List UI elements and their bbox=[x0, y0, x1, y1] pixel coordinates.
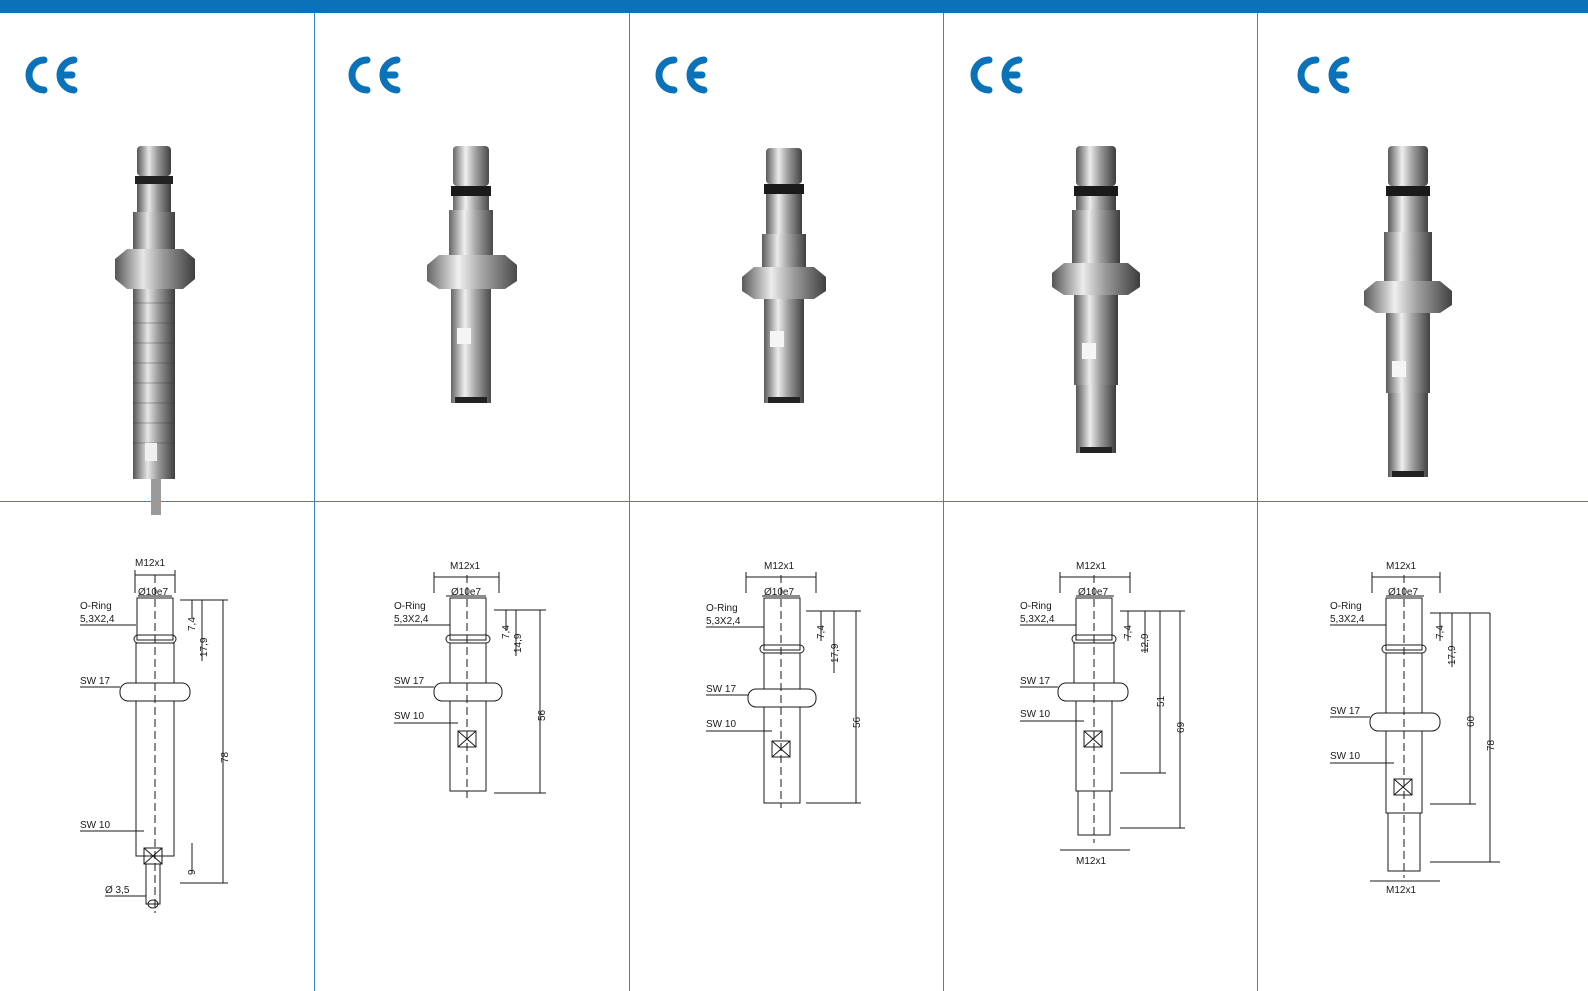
dimension-1: 7,4 bbox=[1123, 625, 1134, 639]
row-divider bbox=[0, 501, 1588, 502]
oring-size-label: 5,3X2,4 bbox=[1020, 614, 1055, 625]
column-4 bbox=[944, 13, 1258, 991]
thread-label: M12x1 bbox=[1386, 561, 1416, 572]
dimension-1: 7,4 bbox=[187, 617, 198, 631]
oring-label: O-Ring bbox=[394, 601, 426, 612]
technical-drawing-3: M12x1 Ø10e7 O-Ring 5,3X2,4 SW 17 SW 10 7… bbox=[706, 561, 863, 808]
dimension-3: 78 bbox=[220, 751, 231, 763]
dimension-1: 7,4 bbox=[501, 625, 512, 639]
thread-label: M12x1 bbox=[1076, 561, 1106, 572]
dimension-2: 12,9 bbox=[1140, 633, 1151, 653]
dimension-2: 17,9 bbox=[830, 643, 841, 663]
dimension-1: 7,4 bbox=[1435, 625, 1446, 639]
sensor-short-connector-photo bbox=[427, 146, 517, 403]
dimension-4: 78 bbox=[1486, 739, 1497, 751]
diameter-label: Ø10e7 bbox=[451, 587, 481, 598]
column-2 bbox=[315, 13, 630, 991]
top-color-bar bbox=[0, 0, 1588, 13]
dimension-4: 9 bbox=[187, 869, 198, 875]
ce-mark-icon bbox=[655, 56, 708, 94]
ce-mark-icon bbox=[25, 56, 78, 94]
oring-size-label: 5,3X2,4 bbox=[1330, 614, 1365, 625]
sw-b-label: SW 10 bbox=[80, 820, 110, 831]
dimension-2: 17,9 bbox=[199, 637, 210, 657]
dimension-3: 56 bbox=[852, 716, 863, 728]
diameter-label: Ø10e7 bbox=[764, 587, 794, 598]
bottom-thread-label: M12x1 bbox=[1386, 885, 1416, 896]
dimension-3: 56 bbox=[537, 709, 548, 721]
thread-label: M12x1 bbox=[450, 561, 480, 572]
oring-size-label: 5,3X2,4 bbox=[706, 616, 741, 627]
oring-label: O-Ring bbox=[80, 601, 112, 612]
sw-b-label: SW 10 bbox=[1330, 751, 1360, 762]
oring-label: O-Ring bbox=[1330, 601, 1362, 612]
dimension-1: 7,4 bbox=[816, 625, 827, 639]
ce-mark-icon bbox=[348, 56, 401, 94]
diameter-label: Ø10e7 bbox=[1078, 587, 1108, 598]
bottom-thread-label: M12x1 bbox=[1076, 856, 1106, 867]
sensor-cable-photo bbox=[115, 146, 195, 515]
oring-size-label: 5,3X2,4 bbox=[80, 614, 115, 625]
ce-mark-icon bbox=[1297, 56, 1350, 94]
sw-a-label: SW 17 bbox=[1020, 676, 1050, 687]
oring-size-label: 5,3X2,4 bbox=[394, 614, 429, 625]
technical-drawing-5: M12x1 Ø10e7 O-Ring 5,3X2,4 SW 17 SW 10 M… bbox=[1330, 561, 1500, 896]
ce-mark-icon bbox=[970, 56, 1023, 94]
diameter-label: Ø10e7 bbox=[138, 587, 168, 598]
sw-a-label: SW 17 bbox=[1330, 706, 1360, 717]
sensor-long-connector-photo bbox=[1052, 146, 1140, 453]
technical-drawing-2: M12x1 Ø10e7 O-Ring 5,3X2,4 SW 17 SW 10 7… bbox=[394, 561, 548, 798]
diameter-label: Ø10e7 bbox=[1388, 587, 1418, 598]
oring-label: O-Ring bbox=[706, 603, 738, 614]
sw-b-label: SW 10 bbox=[706, 719, 736, 730]
dimension-3: 60 bbox=[1466, 715, 1477, 727]
sw-a-label: SW 17 bbox=[706, 684, 736, 695]
sensor-short-connector-photo bbox=[742, 148, 826, 403]
thread-label: M12x1 bbox=[764, 561, 794, 572]
dimension-3: 51 bbox=[1156, 695, 1167, 707]
technical-drawing-1: M12x1 Ø10e7 O-Ring 5,3X2,4 SW 17 SW 10 Ø… bbox=[80, 558, 231, 913]
cable-label: Ø 3,5 bbox=[105, 885, 130, 896]
sw-a-label: SW 17 bbox=[80, 676, 110, 687]
sw-b-label: SW 10 bbox=[394, 711, 424, 722]
sensor-long-connector-photo bbox=[1364, 146, 1452, 477]
product-grid: M12x1 Ø10e7 O-Ring 5,3X2,4 SW 17 SW 10 Ø… bbox=[0, 13, 1588, 991]
thread-label: M12x1 bbox=[135, 558, 165, 569]
oring-label: O-Ring bbox=[1020, 601, 1052, 612]
sw-a-label: SW 17 bbox=[394, 676, 424, 687]
dimension-2: 14,9 bbox=[513, 633, 524, 653]
sw-b-label: SW 10 bbox=[1020, 709, 1050, 720]
dimension-4: 69 bbox=[1176, 721, 1187, 733]
column-3 bbox=[630, 13, 944, 991]
column-1 bbox=[0, 13, 315, 991]
dimension-2: 17,9 bbox=[1447, 645, 1458, 665]
technical-drawing-4: M12x1 Ø10e7 O-Ring 5,3X2,4 SW 17 SW 10 M… bbox=[1020, 561, 1187, 867]
